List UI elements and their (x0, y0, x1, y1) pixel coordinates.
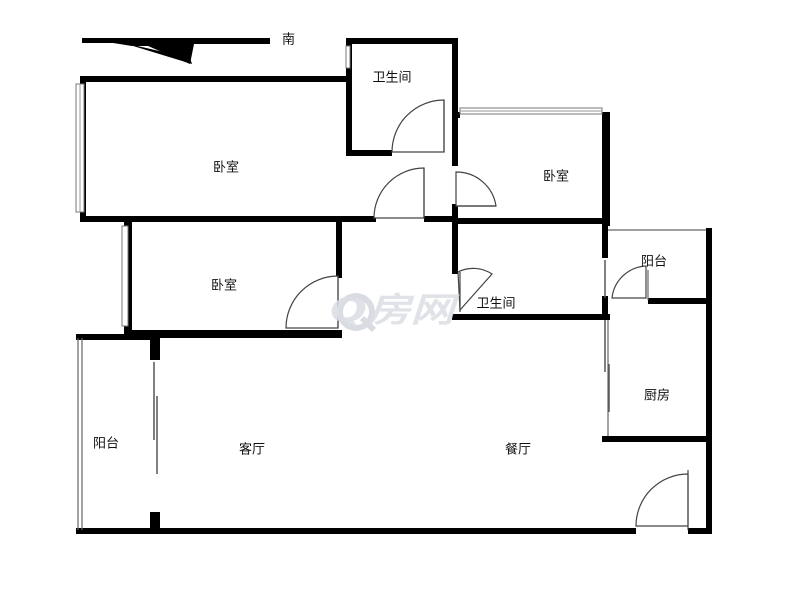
room-label-balcony-right: 阳台 (641, 255, 667, 270)
room-label-bedroom-master: 卧室 (213, 160, 239, 176)
walls (76, 38, 712, 534)
compass-label: 南 (282, 32, 295, 48)
room-label-balcony-left: 阳台 (93, 437, 119, 452)
room-label-bathroom-middle: 卫生间 (476, 297, 515, 312)
room-label-bedroom-right: 卧室 (543, 169, 569, 185)
doors (153, 99, 689, 530)
thin-walls (77, 229, 706, 530)
room-label-dining-room: 餐厅 (505, 442, 531, 458)
watermark-text: Q房网 (330, 291, 460, 331)
compass-arrow (82, 38, 270, 64)
watermark-logo (337, 293, 377, 333)
room-label-kitchen: 厨房 (644, 388, 670, 404)
room-label-bedroom-middle: 卧室 (211, 278, 237, 294)
windows (75, 45, 603, 327)
room-label-living-room: 客厅 (239, 442, 265, 458)
room-label-bathroom-top: 卫生间 (372, 71, 411, 86)
